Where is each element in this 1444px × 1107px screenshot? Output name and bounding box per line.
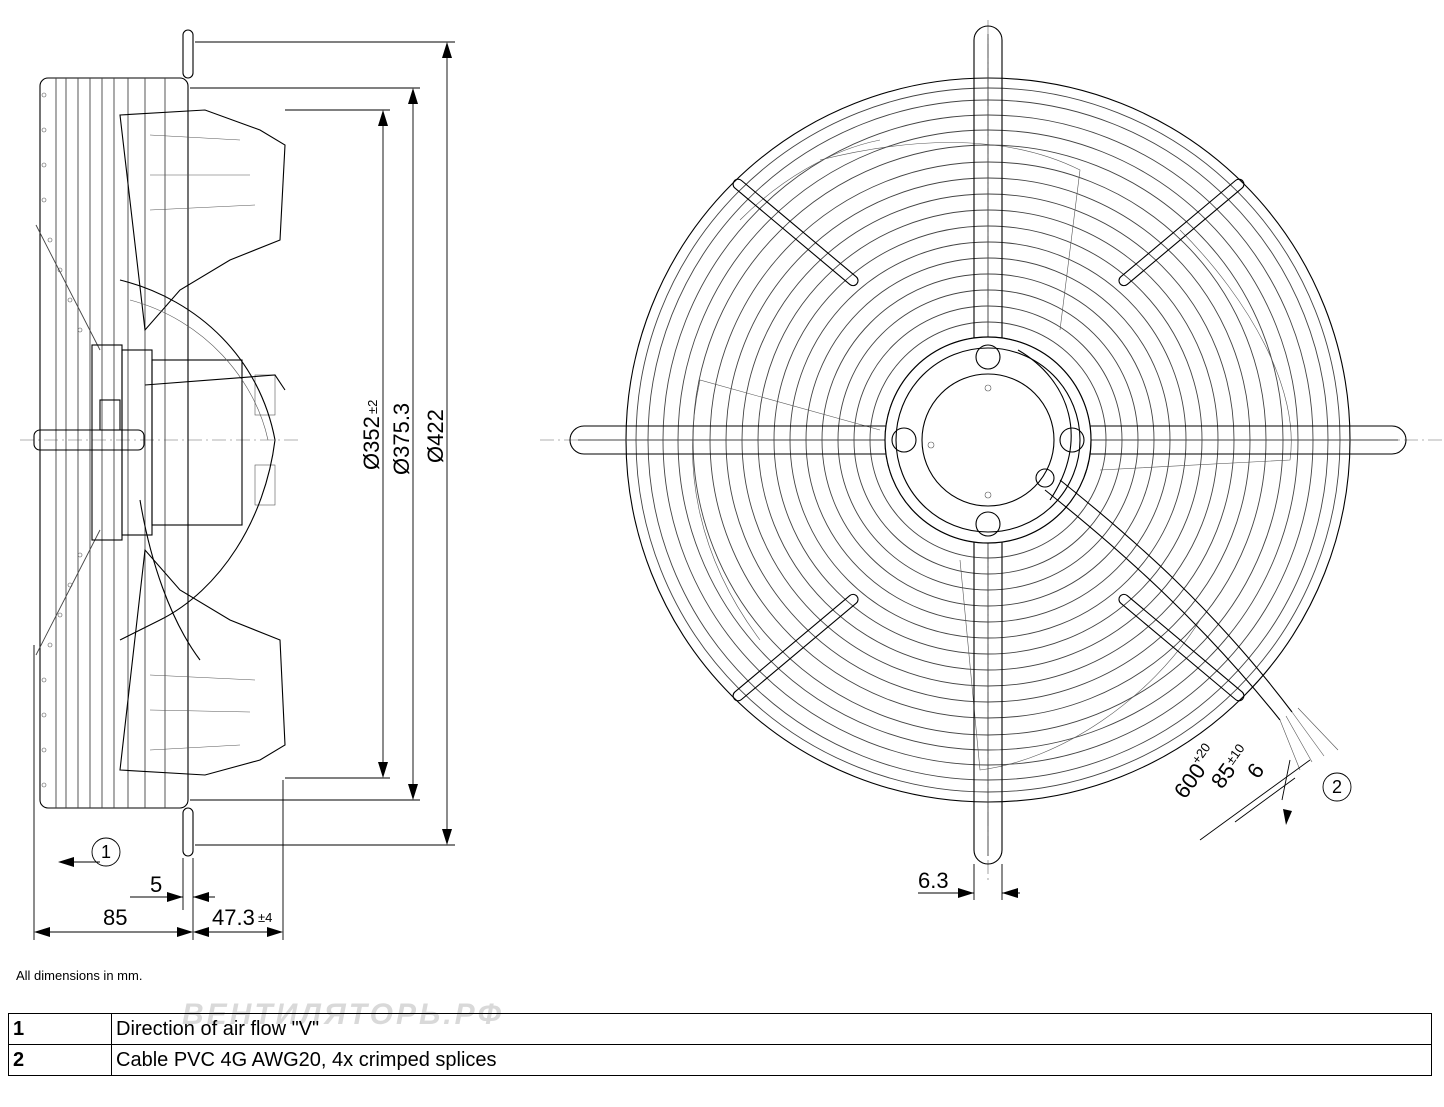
motor-front [884, 336, 1092, 544]
dim-47-3-tolerance: ±4 [258, 910, 272, 925]
dimensions-note: All dimensions in mm. [16, 968, 143, 983]
callout-1: 1 [101, 842, 111, 862]
dim-422: Ø422 [423, 409, 448, 463]
dim-5: 5 [150, 872, 162, 897]
airflow-arrow: 1 [58, 837, 121, 867]
dim-600: 600 [1169, 759, 1211, 803]
legend-number: 2 [8, 1044, 112, 1076]
horizontal-dimensions: 85 5 47.3 ±4 [33, 645, 284, 940]
dim-352-tolerance: ±2 [365, 400, 380, 414]
dim-375: Ø375.3 [389, 403, 414, 475]
front-view: 6.3 600 +20 85 ±10 6 2 [540, 20, 1444, 900]
front-blades [692, 139, 1292, 771]
legend-text: Direction of air flow "V" [111, 1013, 1432, 1045]
vertical-dimensions: Ø352 ±2 Ø375.3 Ø422 [190, 41, 455, 846]
dim-6: 6 [1242, 758, 1269, 783]
table-row: 2 Cable PVC 4G AWG20, 4x crimped splices [8, 1044, 1432, 1076]
dim-352: Ø352 [359, 416, 384, 470]
fan-blades [119, 109, 286, 776]
legend-table: 1 Direction of air flow "V" 2 Cable PVC … [8, 1013, 1432, 1076]
legend-number: 1 [8, 1013, 112, 1045]
guard-frame [33, 29, 194, 857]
callout-2: 2 [1332, 777, 1342, 797]
side-view: Ø352 ±2 Ø375.3 Ø422 85 5 [20, 29, 455, 940]
dim-6-3-group: 6.3 [918, 864, 1020, 900]
dim-6-3: 6.3 [918, 868, 949, 893]
table-row: 1 Direction of air flow "V" [8, 1013, 1432, 1045]
technical-drawing: Ø352 ±2 Ø375.3 Ø422 85 5 [20, 20, 1444, 940]
dim-47-3: 47.3 [212, 905, 255, 930]
dim-85: 85 [103, 905, 127, 930]
legend-text: Cable PVC 4G AWG20, 4x crimped splices [111, 1044, 1432, 1076]
motor-hub [91, 344, 276, 541]
cable [1044, 479, 1339, 771]
